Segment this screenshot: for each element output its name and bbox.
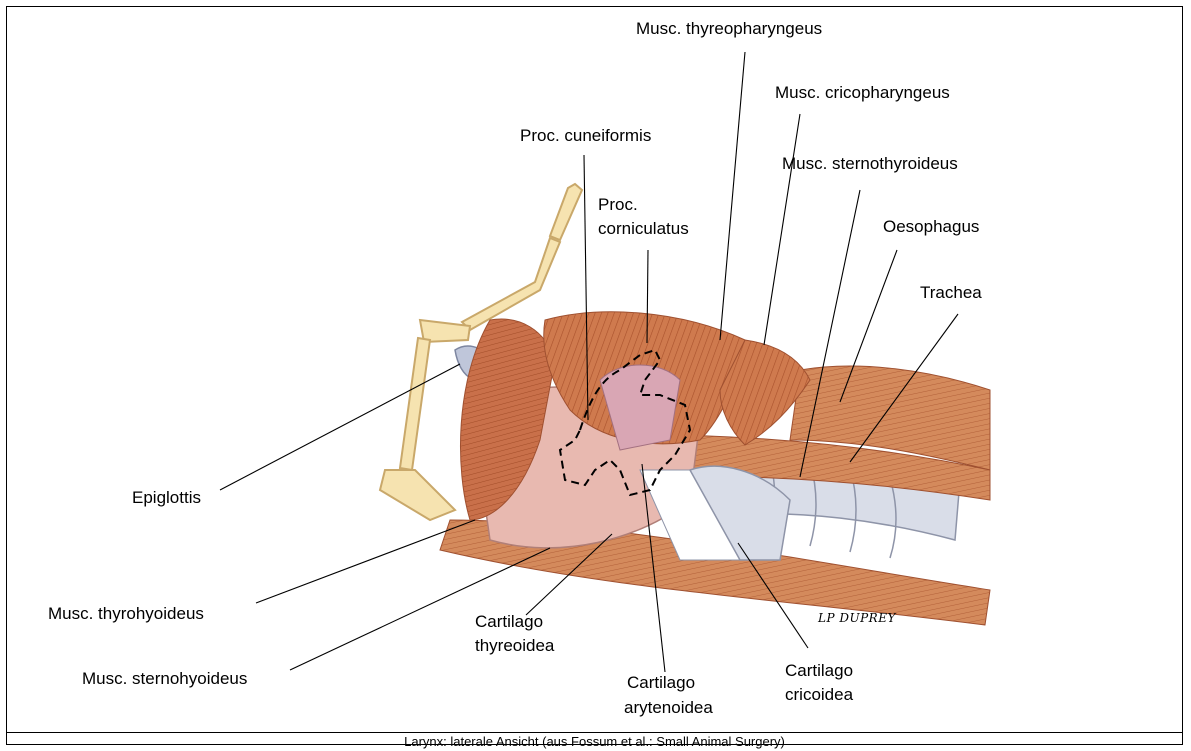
label-cricopharyngeus: Musc. cricopharyngeus <box>775 82 950 103</box>
label-thyreoidea-line2: thyreoidea <box>475 635 554 656</box>
label-cricoidea-line1: Cartilago <box>785 660 853 681</box>
label-sternohyoideus: Musc. sternohyoideus <box>82 668 247 689</box>
artist-signature: LP DUPREY <box>818 608 896 629</box>
label-cuneiformis: Proc. cuneiformis <box>520 125 651 146</box>
label-arytenoidea-line2: arytenoidea <box>624 697 713 718</box>
label-sternothyroideus: Musc. sternothyroideus <box>782 153 958 174</box>
label-cricoidea-line2: cricoidea <box>785 684 853 705</box>
label-corniculatus-line2: corniculatus <box>598 218 689 239</box>
label-thyrohyoideus: Musc. thyrohyoideus <box>48 603 204 624</box>
label-epiglottis: Epiglottis <box>132 487 201 508</box>
label-arytenoidea-line1: Cartilago <box>627 672 695 693</box>
label-thyreopharyngeus: Musc. thyreopharyngeus <box>636 18 822 39</box>
label-trachea: Trachea <box>920 282 982 303</box>
label-thyreoidea-line1: Cartilago <box>475 611 543 632</box>
label-oesophagus: Oesophagus <box>883 216 979 237</box>
label-corniculatus-line1: Proc. <box>598 194 638 215</box>
figure-caption: Larynx: laterale Ansicht (aus Fossum et … <box>6 735 1183 749</box>
